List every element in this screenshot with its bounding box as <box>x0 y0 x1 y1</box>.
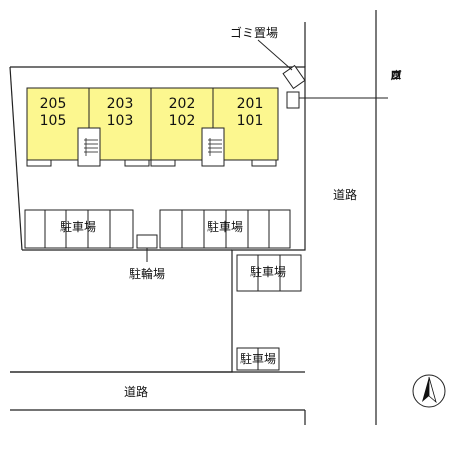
parking-label: 駐車場 <box>240 352 277 366</box>
bicycle-parking-label: 駐輪場 <box>129 267 166 281</box>
propane-shed <box>286 91 300 109</box>
unit-lower: 101 <box>236 113 264 129</box>
unit-upper: 203 <box>106 96 134 112</box>
unit-lower: 105 <box>39 113 67 129</box>
garbage-leader <box>257 39 293 71</box>
unit-205: 205 105 <box>27 96 79 130</box>
bicycle-rack <box>136 234 158 249</box>
north-arrow-icon <box>412 374 446 408</box>
parking-label: 駐車場 <box>250 265 287 279</box>
parking-left-2 <box>159 209 291 249</box>
unit-upper: 201 <box>236 96 264 112</box>
site-boundary-west <box>9 66 23 251</box>
unit-203: 203 103 <box>100 96 140 130</box>
parking-label: 駐車場 <box>207 220 244 234</box>
garbage-area <box>282 64 306 90</box>
road-label-right: 道路 <box>333 188 358 202</box>
propane-char: パ <box>390 69 402 82</box>
unit-202: 202 102 <box>162 96 202 130</box>
road-label-bottom: 道路 <box>124 385 149 399</box>
propane-char: プ <box>390 69 402 82</box>
unit-201: 201 101 <box>226 96 274 130</box>
parking-left-1 <box>24 209 134 249</box>
unit-upper: 202 <box>168 96 196 112</box>
unit-upper: 205 <box>39 96 67 112</box>
propane-char: ロ <box>390 69 402 82</box>
unit-lower: 103 <box>106 113 134 129</box>
parking-label: 駐車場 <box>60 220 97 234</box>
propane-char: 庫 <box>390 69 402 82</box>
stair-left <box>77 127 101 167</box>
parking-right <box>236 254 302 292</box>
garbage-label: ゴミ置場 <box>230 26 279 40</box>
unit-lower: 102 <box>168 113 196 129</box>
stair-right <box>201 127 225 167</box>
propane-char: ン <box>390 69 402 82</box>
